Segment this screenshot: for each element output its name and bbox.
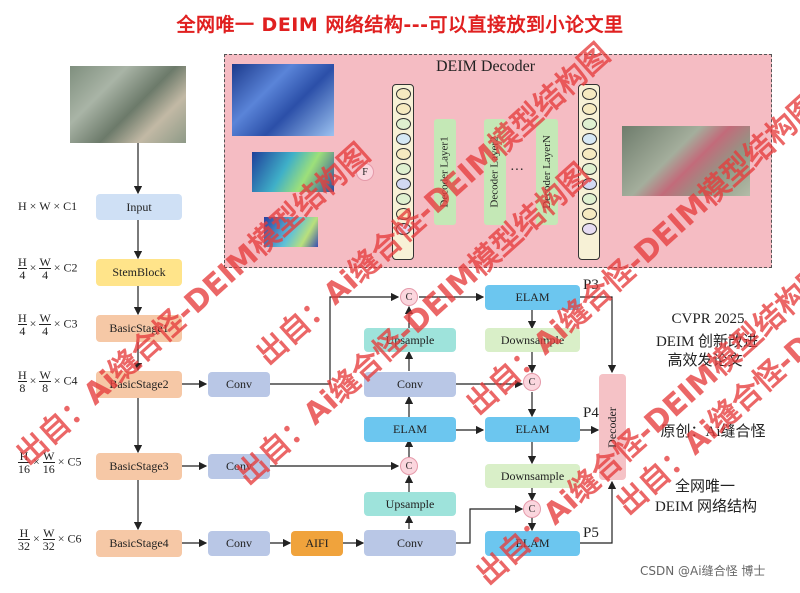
conv-stage4: Conv	[208, 531, 270, 556]
query-queue-output	[578, 84, 600, 260]
upsample-bottom: Upsample	[364, 492, 456, 516]
basic-stage-2: BasicStage2	[96, 371, 182, 398]
input-block: Input	[96, 194, 182, 220]
p3-label: P3	[583, 277, 599, 294]
output-image	[622, 126, 750, 196]
conv-stage2: Conv	[208, 372, 270, 397]
dim-label-input: H × W × C1	[18, 199, 77, 214]
decoder-ellipsis: ···	[510, 163, 524, 179]
side-note-line5: 全网唯一	[655, 475, 755, 496]
decoder-panel-title: DEIM Decoder	[436, 58, 535, 76]
fuse-node: F	[356, 163, 374, 181]
decoder-layer-n: Decoder LayerN	[536, 119, 558, 225]
conv-mid: Conv	[364, 372, 456, 397]
side-note-line6: DEIM 网络结构	[636, 495, 776, 516]
concat-node-mid-right: C	[523, 373, 541, 391]
conv-bottom: Conv	[364, 530, 456, 556]
downsample-bottom: Downsample	[485, 464, 580, 488]
decoder-layer-1: Decoder Layer1	[434, 119, 456, 225]
decoder-block: Decoder	[599, 374, 626, 480]
elam-p4: ELAM	[485, 417, 580, 442]
basic-stage-4: BasicStage4	[96, 530, 182, 557]
feature-map-medium	[252, 152, 334, 192]
elam-p3: ELAM	[485, 285, 580, 310]
upsample-top: Upsample	[364, 328, 456, 352]
downsample-top: Downsample	[485, 328, 580, 352]
aifi-block: AIFI	[291, 531, 343, 556]
concat-node-mid-left: C	[400, 457, 418, 475]
query-queue-input	[392, 84, 414, 260]
side-note-venue: CVPR 2025	[648, 311, 768, 328]
input-image	[70, 66, 186, 143]
basic-stage-1: BasicStage1	[96, 315, 182, 342]
feature-map-small	[264, 217, 318, 247]
basic-stage-3: BasicStage3	[96, 453, 182, 480]
feature-map-large	[232, 64, 334, 136]
concat-node-top: C	[400, 288, 418, 306]
elam-mid-left: ELAM	[364, 417, 456, 442]
elam-p5: ELAM	[485, 531, 580, 556]
concat-node-bottom: C	[523, 500, 541, 518]
side-note-line3: 高效发论文	[645, 349, 765, 370]
csdn-credit: CSDN @Ai缝合怪 博士	[640, 562, 765, 579]
conv-stage3: Conv	[208, 454, 270, 479]
side-note-origin: 原创：Ai缝合怪	[638, 420, 788, 441]
p5-label: P5	[583, 525, 599, 542]
stem-block: StemBlock	[96, 259, 182, 286]
p4-label: P4	[583, 405, 599, 422]
side-note-line2: DEIM 创新改进	[632, 330, 782, 351]
decoder-layer-2: Decoder Layer2	[484, 119, 506, 225]
